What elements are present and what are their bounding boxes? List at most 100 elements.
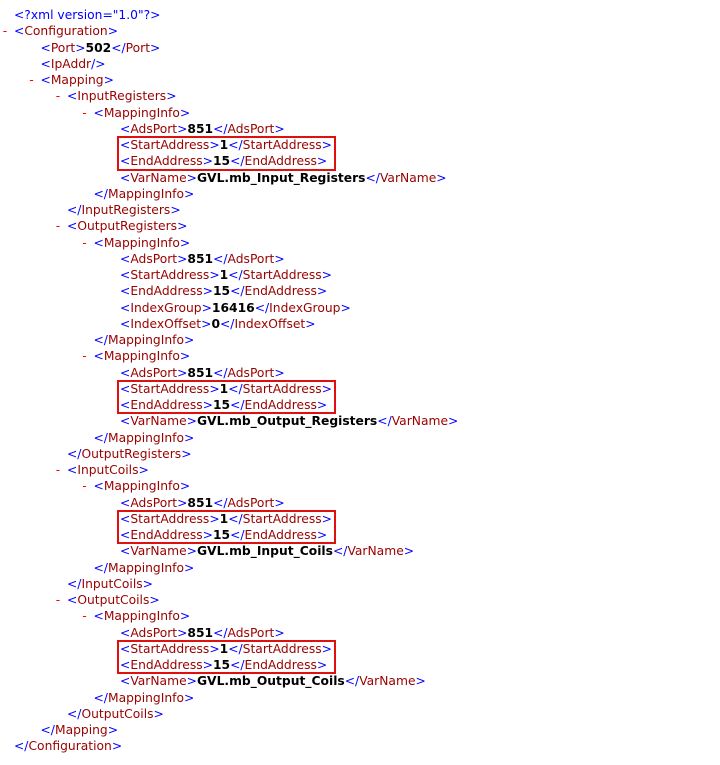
- bracket-open: <: [93, 479, 104, 494]
- xml-line-mapping-info: -<MappingInfo>: [0, 348, 720, 364]
- xml-line-content: <InputRegisters>: [67, 88, 177, 104]
- xml-line-content: <MappingInfo>: [94, 348, 191, 364]
- tag-name: StartAddress: [130, 381, 210, 396]
- bracket-end-open: </: [377, 414, 392, 429]
- collapse-toggle-icon[interactable]: -: [82, 349, 87, 364]
- tag-name: VarName: [130, 414, 187, 429]
- tag-name: StartAddress: [242, 268, 322, 282]
- tag-name: InputRegisters: [77, 89, 167, 104]
- bracket-close: >: [201, 300, 212, 315]
- bracket-close: >: [209, 381, 220, 396]
- bracket-close: >: [177, 251, 188, 266]
- xml-line-content: <EndAddress>15</EndAddress>: [120, 527, 327, 543]
- tag-name: AdsPort: [227, 251, 275, 266]
- xml-line-ads-port: <AdsPort>851</AdsPort>: [0, 365, 720, 381]
- bracket-end-open: </: [93, 560, 108, 575]
- bracket-open: <: [93, 235, 104, 250]
- bracket-close: >: [316, 154, 328, 169]
- xml-line-content: <MappingInfo>: [94, 608, 191, 624]
- bracket-close: >: [138, 463, 149, 477]
- xml-line-mapping-info: -<MappingInfo>: [0, 105, 720, 121]
- bracket-open: <: [93, 105, 104, 120]
- element-value: GVL.mb_Input_Coils: [196, 544, 333, 559]
- bracket-open: <: [120, 138, 131, 152]
- bracket-open: <: [120, 511, 131, 526]
- bracket-end-open: </: [93, 430, 108, 445]
- bracket-close: >: [103, 73, 114, 87]
- xml-line-ads-port: <AdsPort>851</AdsPort>: [0, 121, 720, 137]
- tag-name: MappingInfo: [107, 186, 184, 201]
- bracket-end-open: </: [67, 706, 82, 721]
- collapse-toggle-icon[interactable]: -: [55, 463, 61, 477]
- bracket-end-open: </: [230, 528, 245, 542]
- tag-name: MappingInfo: [103, 609, 180, 624]
- xml-line-start-address: <StartAddress>1</StartAddress>: [0, 641, 720, 657]
- bracket-close: >: [209, 641, 220, 656]
- tag-name: IpAddr: [50, 56, 92, 71]
- xml-line-var-name: <VarName>GVL.mb_Input_Registers</VarName…: [0, 170, 720, 186]
- bracket-close: >: [149, 593, 160, 607]
- collapse-toggle-icon[interactable]: -: [82, 479, 87, 494]
- xml-line-start-address: <StartAddress>1</StartAddress>: [0, 381, 720, 397]
- tag-name: AdsPort: [227, 495, 275, 510]
- xml-line-content: <OutputRegisters>: [67, 218, 187, 234]
- tag-name: EndAddress: [244, 528, 317, 542]
- element-value: 1: [219, 641, 229, 656]
- tag-name: EndAddress: [130, 528, 203, 542]
- xml-line-index-offset: <IndexOffset>0</IndexOffset>: [0, 316, 720, 332]
- collapse-toggle-icon[interactable]: -: [29, 73, 34, 87]
- bracket-close: >: [186, 414, 197, 429]
- bracket-close: >: [186, 544, 197, 559]
- bracket-close: >: [179, 479, 191, 494]
- xml-line-content: <MappingInfo>: [94, 478, 191, 494]
- bracket-end-open: </: [254, 300, 270, 315]
- tag-name: MappingInfo: [103, 105, 180, 120]
- bracket-open: <: [120, 284, 131, 299]
- collapse-toggle-icon[interactable]: -: [55, 89, 61, 104]
- xml-line-end-address: <EndAddress>15</EndAddress>: [0, 153, 720, 169]
- bracket-end-open: </: [332, 544, 348, 559]
- xml-declaration: <?xml version="1.0"?>: [14, 8, 161, 22]
- collapse-toggle-icon[interactable]: -: [82, 609, 87, 624]
- bracket-close: >: [321, 641, 332, 656]
- bracket-close: >: [179, 235, 191, 250]
- element-value: 16416: [211, 300, 255, 315]
- tag-name: EndAddress: [244, 398, 317, 412]
- bracket-close: >: [321, 268, 332, 282]
- bracket-close: >: [111, 739, 123, 754]
- element-value: GVL.mb_Input_Registers: [196, 170, 366, 185]
- collapse-toggle-icon[interactable]: -: [55, 593, 61, 607]
- bracket-open: <: [120, 300, 131, 315]
- bracket-end-open: </: [213, 121, 228, 136]
- bracket-end-open: </: [228, 138, 243, 152]
- collapse-toggle-icon[interactable]: -: [2, 24, 8, 39]
- tag-name: VarName: [359, 674, 416, 689]
- xml-line-mapping-info: </MappingInfo>: [0, 560, 720, 576]
- collapse-toggle-icon[interactable]: -: [55, 219, 61, 234]
- bracket-end-open: </: [93, 333, 108, 347]
- tag-name: EndAddress: [130, 398, 203, 412]
- bracket-close: >: [202, 284, 213, 299]
- xml-line-content: <EndAddress>15</EndAddress>: [120, 397, 327, 413]
- xml-line-content: <IndexOffset>0</IndexOffset>: [120, 316, 316, 332]
- bracket-open: <: [120, 398, 131, 412]
- tag-name: AdsPort: [130, 121, 178, 136]
- element-value: 1: [219, 138, 229, 152]
- bracket-end-open: </: [228, 381, 243, 396]
- xml-declaration-line: <?xml version="1.0"?>: [0, 7, 720, 23]
- collapse-toggle-icon[interactable]: -: [82, 235, 87, 250]
- element-value: 15: [212, 154, 231, 169]
- bracket-end-open: </: [230, 658, 245, 672]
- bracket-end-open: </: [228, 268, 243, 282]
- tag-name: StartAddress: [242, 138, 322, 152]
- xml-line-input-coils: -<InputCoils>: [0, 462, 720, 478]
- bracket-close: >: [403, 544, 415, 559]
- tag-name: OutputCoils: [77, 593, 150, 607]
- tag-name: EndAddress: [244, 154, 317, 169]
- collapse-toggle-icon[interactable]: -: [82, 105, 87, 120]
- xml-line-content: <StartAddress>1</StartAddress>: [120, 381, 332, 397]
- xml-line-content: <StartAddress>1</StartAddress>: [120, 267, 332, 283]
- tag-name: StartAddress: [242, 381, 322, 396]
- bracket-close: >: [321, 511, 332, 526]
- tag-name: AdsPort: [227, 625, 275, 640]
